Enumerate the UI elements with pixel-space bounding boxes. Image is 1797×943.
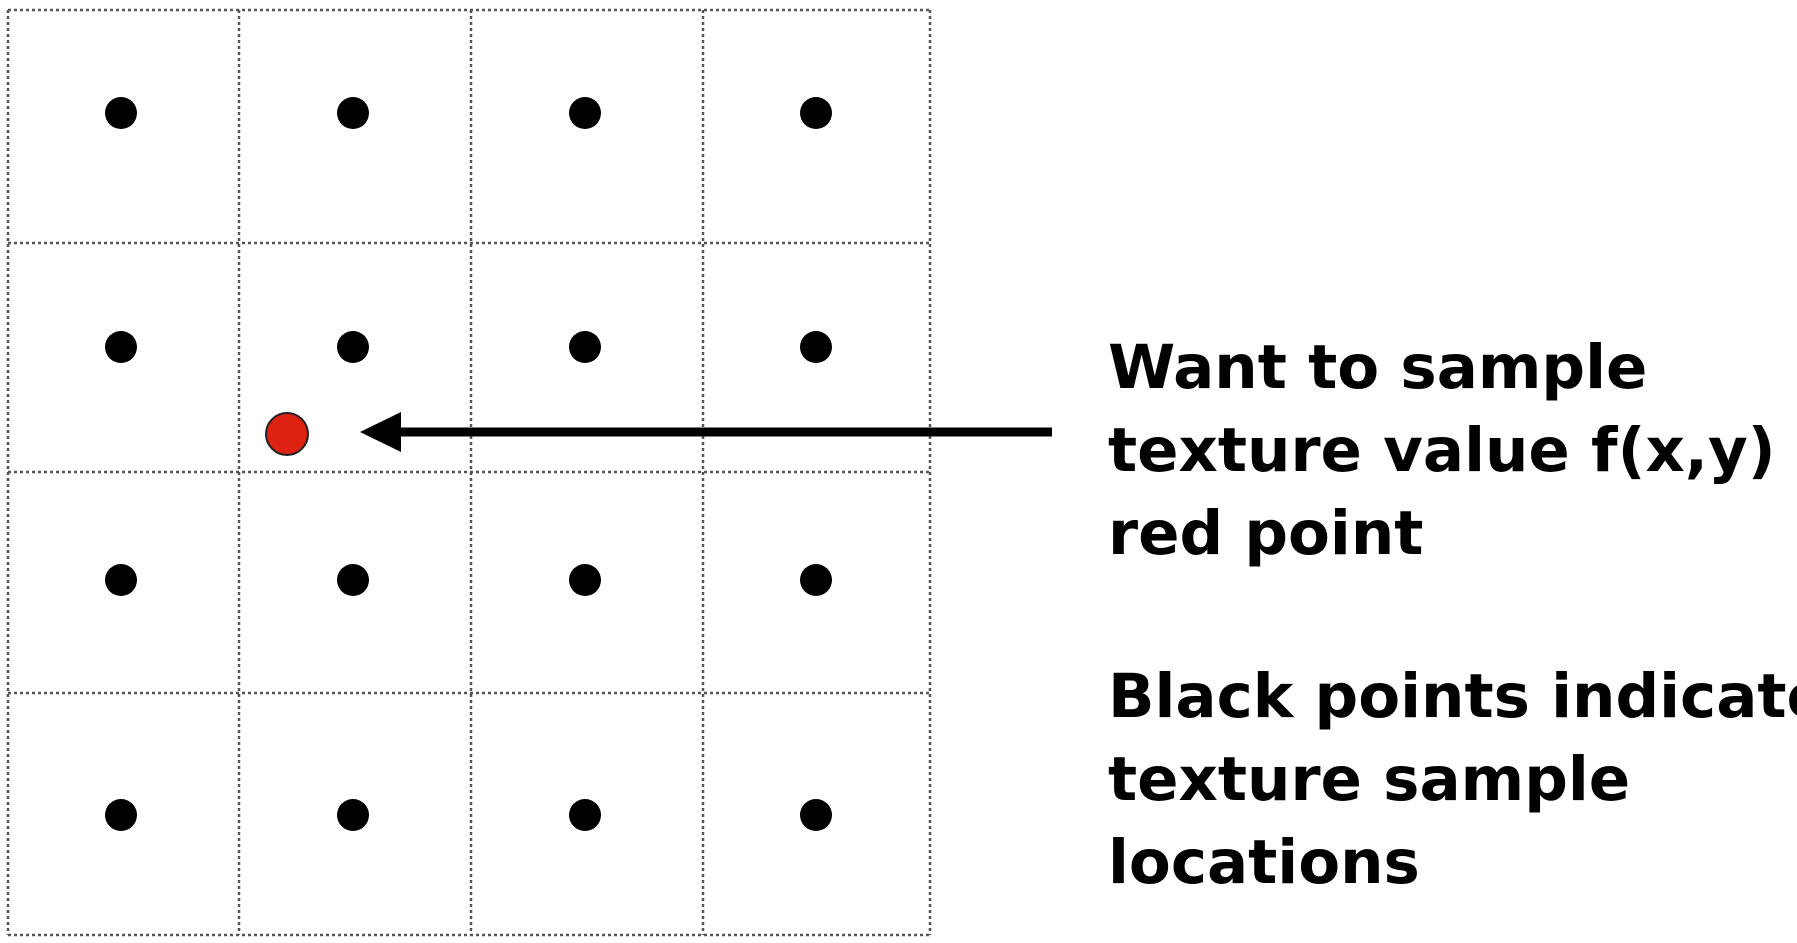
sample-point xyxy=(800,564,832,596)
sample-point xyxy=(105,331,137,363)
sample-point xyxy=(337,331,369,363)
sample-point xyxy=(800,799,832,831)
sample-point xyxy=(569,799,601,831)
caption-target-line-3: red point xyxy=(1108,498,1424,569)
sample-point xyxy=(337,799,369,831)
arrow-head xyxy=(360,412,401,452)
caption-target-line-2: texture value f(x,y) at xyxy=(1108,415,1797,486)
sample-point xyxy=(105,799,137,831)
sample-point xyxy=(105,97,137,129)
red-query-point xyxy=(265,412,309,456)
caption-samples-line-3: locations xyxy=(1108,827,1420,898)
sample-point xyxy=(569,331,601,363)
sample-point xyxy=(337,97,369,129)
caption-samples-line-1: Black points indicate xyxy=(1108,661,1797,732)
texel-grid xyxy=(6,8,932,937)
sample-point xyxy=(800,97,832,129)
red-query-point-group xyxy=(265,412,309,456)
caption-sample-target: Want to sample texture value f(x,y) at r… xyxy=(1108,326,1797,575)
sample-point xyxy=(105,564,137,596)
caption-target-line-1: Want to sample xyxy=(1108,332,1648,403)
sample-point xyxy=(569,97,601,129)
caption-samples-line-2: texture sample xyxy=(1108,744,1631,815)
sample-point xyxy=(337,564,369,596)
caption-sample-locations: Black points indicate texture sample loc… xyxy=(1108,655,1797,904)
sample-point xyxy=(569,564,601,596)
texture-sample-points xyxy=(105,97,832,831)
sample-point xyxy=(800,331,832,363)
pointer-arrow xyxy=(360,412,1052,452)
